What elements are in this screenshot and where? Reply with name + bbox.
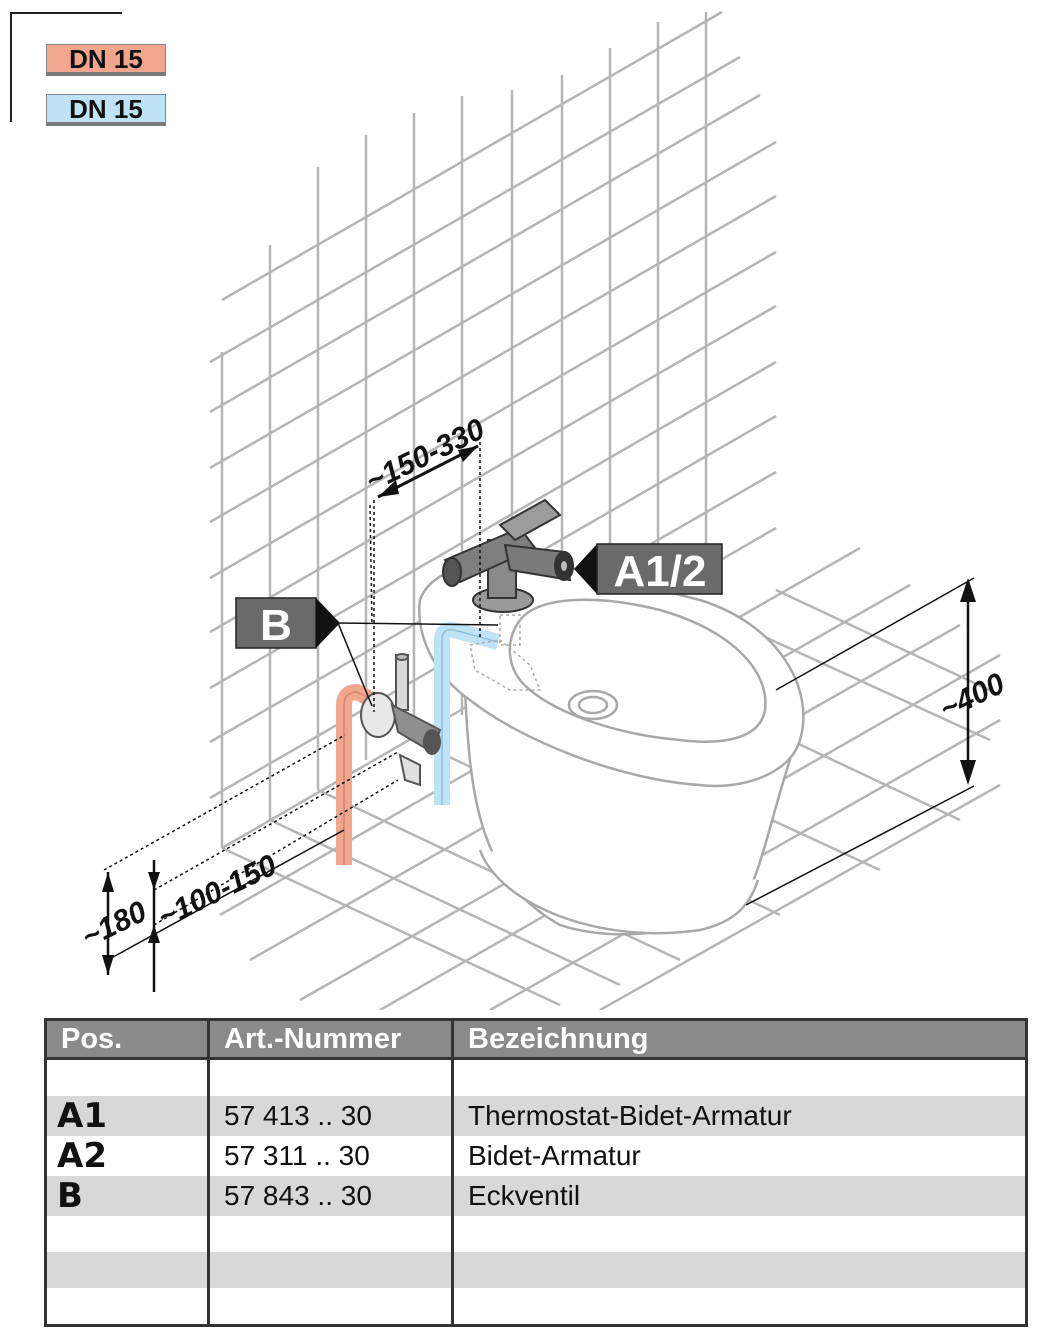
table-row: [45, 1216, 1027, 1252]
row-art: [208, 1058, 454, 1096]
table-row: [45, 1058, 1027, 1097]
height-dimension-label: ~400: [935, 667, 1010, 726]
row-pos: [45, 1058, 210, 1096]
row-art: [208, 1288, 454, 1326]
table-row: A1 57 413 .. 30 Thermostat-Bidet-Armatur: [45, 1096, 1027, 1136]
callout-a12: A1/2: [574, 543, 723, 596]
cold-pipe-legend: DN 15: [46, 94, 166, 126]
row-name: [452, 1252, 1027, 1288]
row-art: 57 311 .. 30: [208, 1136, 454, 1176]
faucet-ghost: [469, 614, 542, 691]
table-row: B 57 843 .. 30 Eckventil: [45, 1176, 1027, 1216]
row-name: Bidet-Armatur: [468, 1140, 641, 1171]
row-name: Eckventil: [452, 1176, 1027, 1216]
legend-bracket: [10, 12, 122, 122]
callout-a12-label: A1/2: [614, 547, 707, 596]
row-name: [453, 1216, 1027, 1252]
row-pos: A2: [45, 1136, 210, 1176]
installation-diagram: ~150-330 ~400 ~180 ~100-150 B A1/2: [77, 10, 1010, 1010]
bidet-faucet: [442, 498, 574, 613]
angle-valve: [360, 653, 442, 787]
table-row: [45, 1288, 1027, 1326]
table-row: A2 57 311 .. 30 Bidet-Armatur: [45, 1136, 1027, 1176]
callout-b: B: [235, 597, 499, 707]
row-art: 57 413 .. 30: [208, 1096, 454, 1136]
header-pos: Pos.: [45, 1019, 210, 1060]
row-art: 57 843 .. 30: [208, 1176, 454, 1216]
hot-pipe-legend: DN 15: [46, 44, 166, 76]
dimension-arrowheads: [102, 446, 976, 975]
row-pos: [45, 1288, 210, 1326]
row-name: Thermostat-Bidet-Armatur: [452, 1096, 1027, 1136]
row-pos: B: [45, 1176, 210, 1216]
table-header-row: Pos. Art.-Nummer Bezeichnung: [45, 1019, 1027, 1060]
bidet: [418, 557, 805, 936]
table-row: [45, 1252, 1027, 1288]
pipe-height-dimension-label: ~180: [77, 895, 152, 954]
supply-pipes: [336, 621, 501, 865]
row-pos: [45, 1252, 210, 1288]
row-art: [208, 1252, 454, 1288]
row-art: [208, 1216, 454, 1252]
row-name: [453, 1288, 1027, 1326]
row-name: [453, 1059, 1027, 1097]
row-pos: [45, 1216, 210, 1252]
row-pos: A1: [45, 1096, 210, 1136]
parts-table: Pos. Art.-Nummer Bezeichnung A1 57 413 .…: [44, 1018, 1028, 1327]
header-description: Bezeichnung: [452, 1019, 1027, 1060]
header-art-number: Art.-Nummer: [208, 1019, 454, 1060]
callout-b-label: B: [260, 601, 292, 650]
